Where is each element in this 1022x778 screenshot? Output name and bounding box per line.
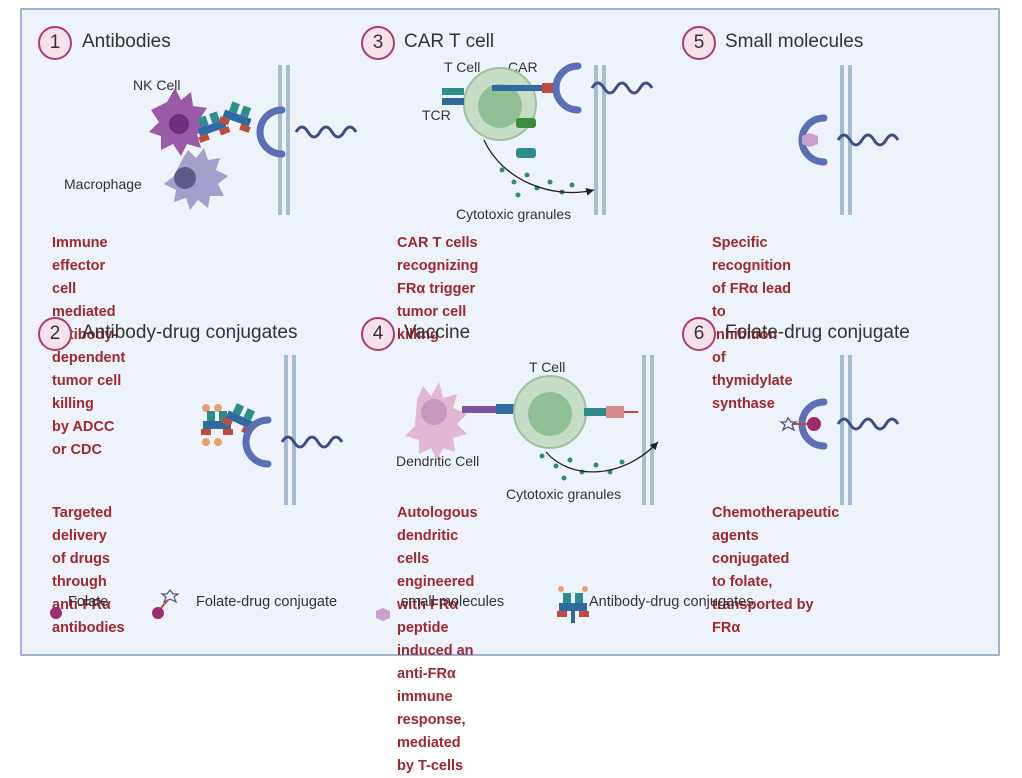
panel-title-antibodies: Antibodies bbox=[82, 31, 171, 52]
cell-membrane bbox=[840, 355, 852, 505]
figure-frame: 1 Antibodies NK Cell Macrophage Immune e… bbox=[20, 8, 1000, 774]
legend-small-molecules: small molecules bbox=[401, 594, 505, 610]
cell-membrane bbox=[278, 65, 290, 215]
panel-number-4: 4 bbox=[361, 317, 395, 351]
diagram-artwork bbox=[50, 10, 998, 623]
label-t-cell: T Cell bbox=[444, 59, 481, 75]
panel-number-5: 5 bbox=[682, 26, 716, 60]
panel-desc-small-molecules: Specific recognition of FRα lead to inhi… bbox=[712, 235, 793, 412]
panel-number-1: 1 bbox=[38, 26, 72, 60]
fr-alpha-receptor-icon bbox=[260, 110, 356, 154]
label-dendritic-cell: Dendritic Cell bbox=[396, 453, 480, 469]
folate-icon bbox=[807, 417, 821, 431]
label-tcr: TCR bbox=[422, 107, 451, 123]
label-t-cell-vaccine: T Cell bbox=[529, 359, 566, 375]
panel-desc-folate-drug: Chemotherapeutic agents conjugated to fo… bbox=[712, 505, 840, 636]
small-molecule-icon bbox=[802, 133, 818, 147]
drug-conjugate-icon bbox=[152, 589, 180, 619]
tcr-fr-alpha-icon bbox=[584, 406, 638, 418]
label-cytotoxic-granules-3: Cytotoxic granules bbox=[456, 206, 572, 222]
label-cytotoxic-granules-4: Cytotoxic granules bbox=[506, 486, 622, 502]
antibody-icon bbox=[557, 586, 589, 623]
tcr-icon bbox=[442, 88, 464, 105]
panel-desc-car-t: CAR T cells recognizing FRα trigger tumo… bbox=[397, 235, 479, 343]
legend-antibody-drug-conjugates: Antibody-drug conjugates bbox=[589, 594, 754, 610]
mhc-peptide-icon bbox=[462, 404, 516, 414]
panel-title-small-molecules: Small molecules bbox=[725, 31, 864, 52]
panel-title-folate-drug: Folate-drug conjugate bbox=[725, 322, 910, 343]
drug-star-icon bbox=[779, 416, 798, 432]
panel-number-3: 3 bbox=[361, 26, 395, 60]
car-icon bbox=[492, 83, 556, 93]
t-cell-nucleus bbox=[528, 392, 572, 436]
costim-receptor-icon bbox=[516, 118, 536, 158]
dendritic-cell-icon bbox=[405, 382, 467, 460]
cytotoxic-granules bbox=[499, 167, 575, 198]
nk-cell-icon bbox=[149, 88, 211, 156]
small-molecule-icon bbox=[376, 608, 390, 621]
label-macrophage: Macrophage bbox=[64, 176, 142, 192]
panel-number-6: 6 bbox=[682, 317, 716, 351]
panel-title-vaccine: Vaccine bbox=[404, 322, 471, 343]
folate-icon bbox=[50, 607, 62, 619]
panel-desc-adc: Targeted delivery of drugs through anti-… bbox=[52, 505, 125, 636]
panel-number-2: 2 bbox=[38, 317, 72, 351]
drug-conjugate-icon bbox=[202, 404, 222, 446]
cell-membrane bbox=[284, 355, 296, 505]
legend-folate: Folate bbox=[68, 594, 109, 610]
t-cell-nucleus bbox=[478, 84, 522, 128]
cell-membrane bbox=[642, 355, 654, 505]
macrophage-icon bbox=[164, 148, 228, 210]
panel-title-adc: Antibody-drug conjugates bbox=[82, 322, 298, 343]
granule-arrow bbox=[545, 441, 659, 473]
label-nk-cell: NK Cell bbox=[133, 77, 181, 93]
legend-folate-drug-conjugate: Folate-drug conjugate bbox=[196, 594, 338, 610]
panel-title-car-t: CAR T cell bbox=[404, 31, 495, 52]
granule-arrow bbox=[483, 139, 595, 196]
